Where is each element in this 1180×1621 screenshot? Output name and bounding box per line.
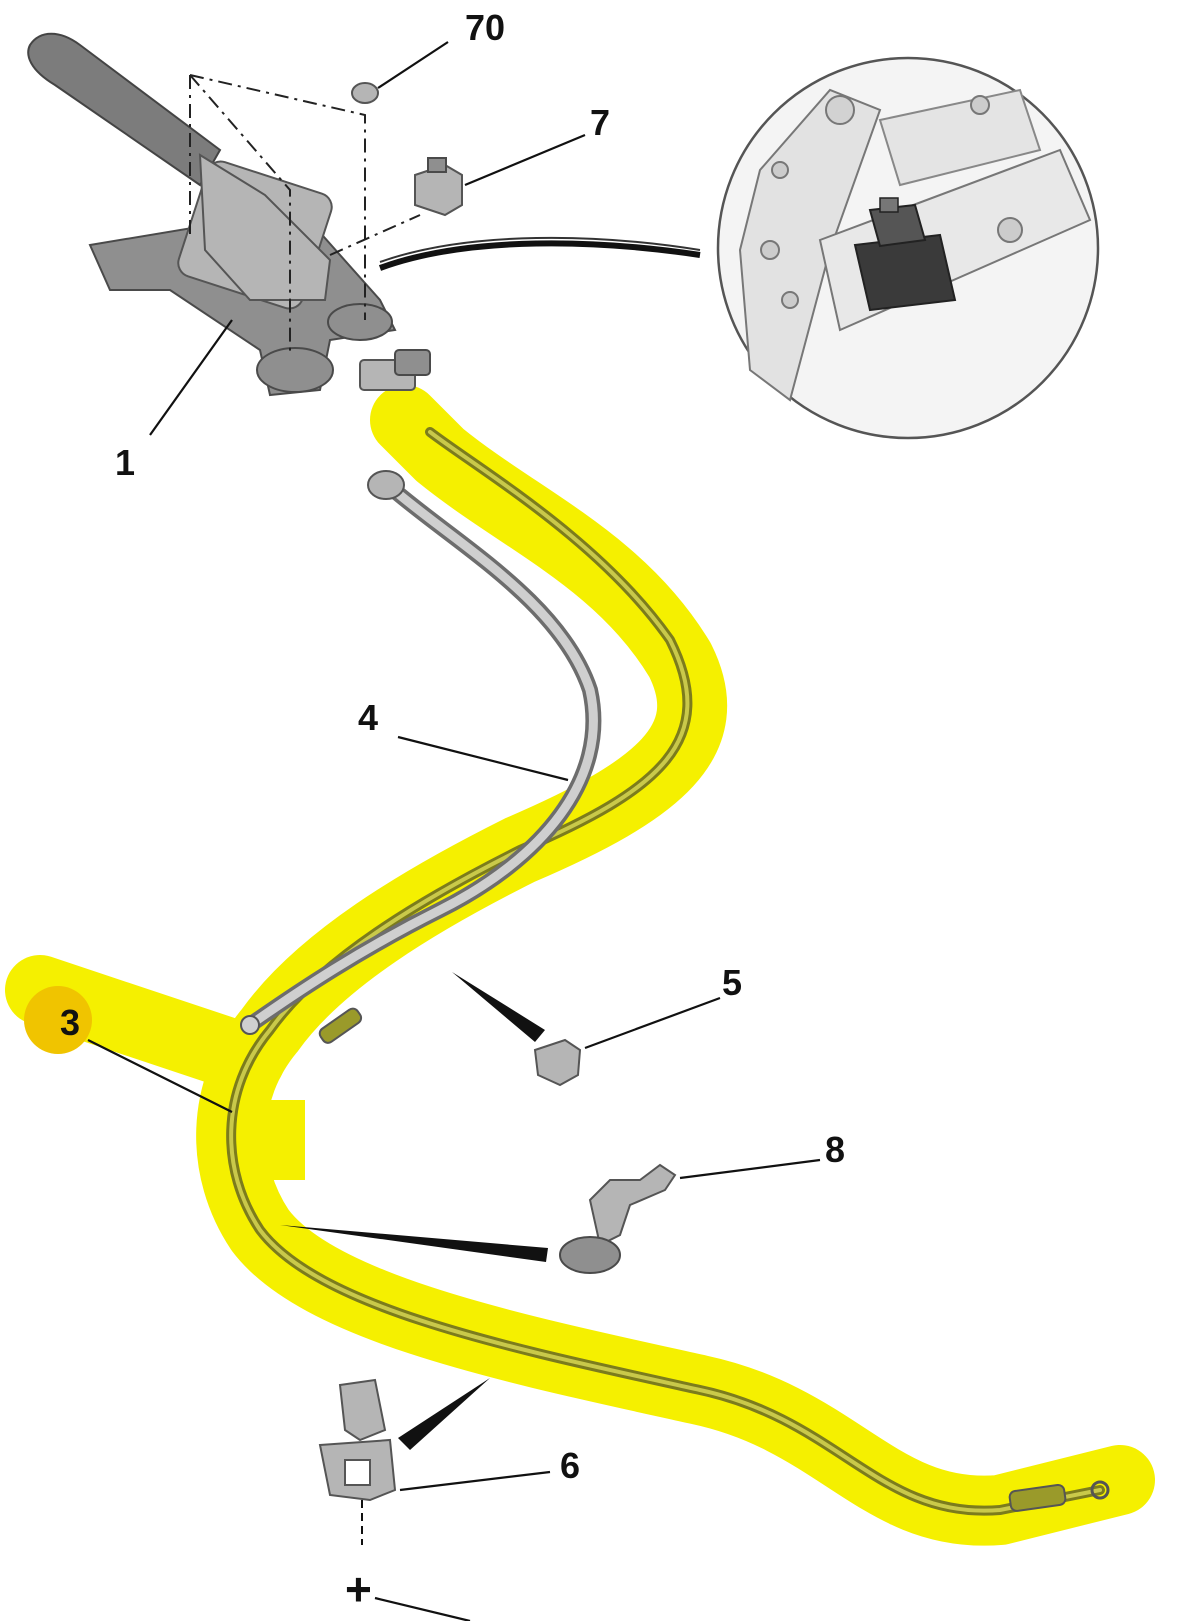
- cable-3-end-fitting: [1008, 1483, 1067, 1512]
- leader-8: [679, 1158, 821, 1180]
- pointer-5: [452, 972, 545, 1042]
- detail-zoom-circle: [716, 56, 1100, 440]
- leader-4: [397, 735, 569, 782]
- clip-icon: [533, 1038, 582, 1087]
- callout-70: 70: [465, 7, 505, 48]
- secondary-cable-icon: [240, 470, 602, 1035]
- callout-3-marker: [24, 986, 92, 1054]
- bracket-clip-icon: [559, 1163, 677, 1274]
- leader-6: [399, 1470, 551, 1492]
- callout-5: 5: [722, 962, 742, 1003]
- pointer-6: [398, 1378, 490, 1450]
- callout-1: 1: [115, 442, 135, 483]
- connector-icon: [414, 157, 463, 217]
- callout-3: 3: [60, 1002, 80, 1043]
- callout-plus: +: [345, 1563, 372, 1615]
- pointer-8: [280, 1225, 548, 1262]
- assembly-line: [189, 74, 291, 355]
- nut-icon: [351, 82, 379, 104]
- assembly-line: [329, 214, 421, 256]
- leader-1: [149, 319, 233, 436]
- cable-3-highlight: [5, 385, 1155, 1546]
- callout-6: 6: [560, 1445, 580, 1486]
- callout-7: 7: [590, 102, 610, 143]
- leader-3: [87, 1039, 233, 1113]
- callout-8: 8: [825, 1129, 845, 1170]
- connector-wire: [378, 240, 701, 271]
- leader-7: [464, 133, 586, 187]
- leader-plus: [374, 1596, 471, 1621]
- leader-70: [377, 41, 449, 89]
- handbrake-lever-icon: [27, 32, 431, 397]
- callout-4: 4: [358, 697, 378, 738]
- assembly-line: [189, 74, 366, 320]
- clamp-icon: [318, 1378, 397, 1502]
- leader-5: [584, 996, 721, 1050]
- cable-3-sleeve: [318, 1007, 363, 1044]
